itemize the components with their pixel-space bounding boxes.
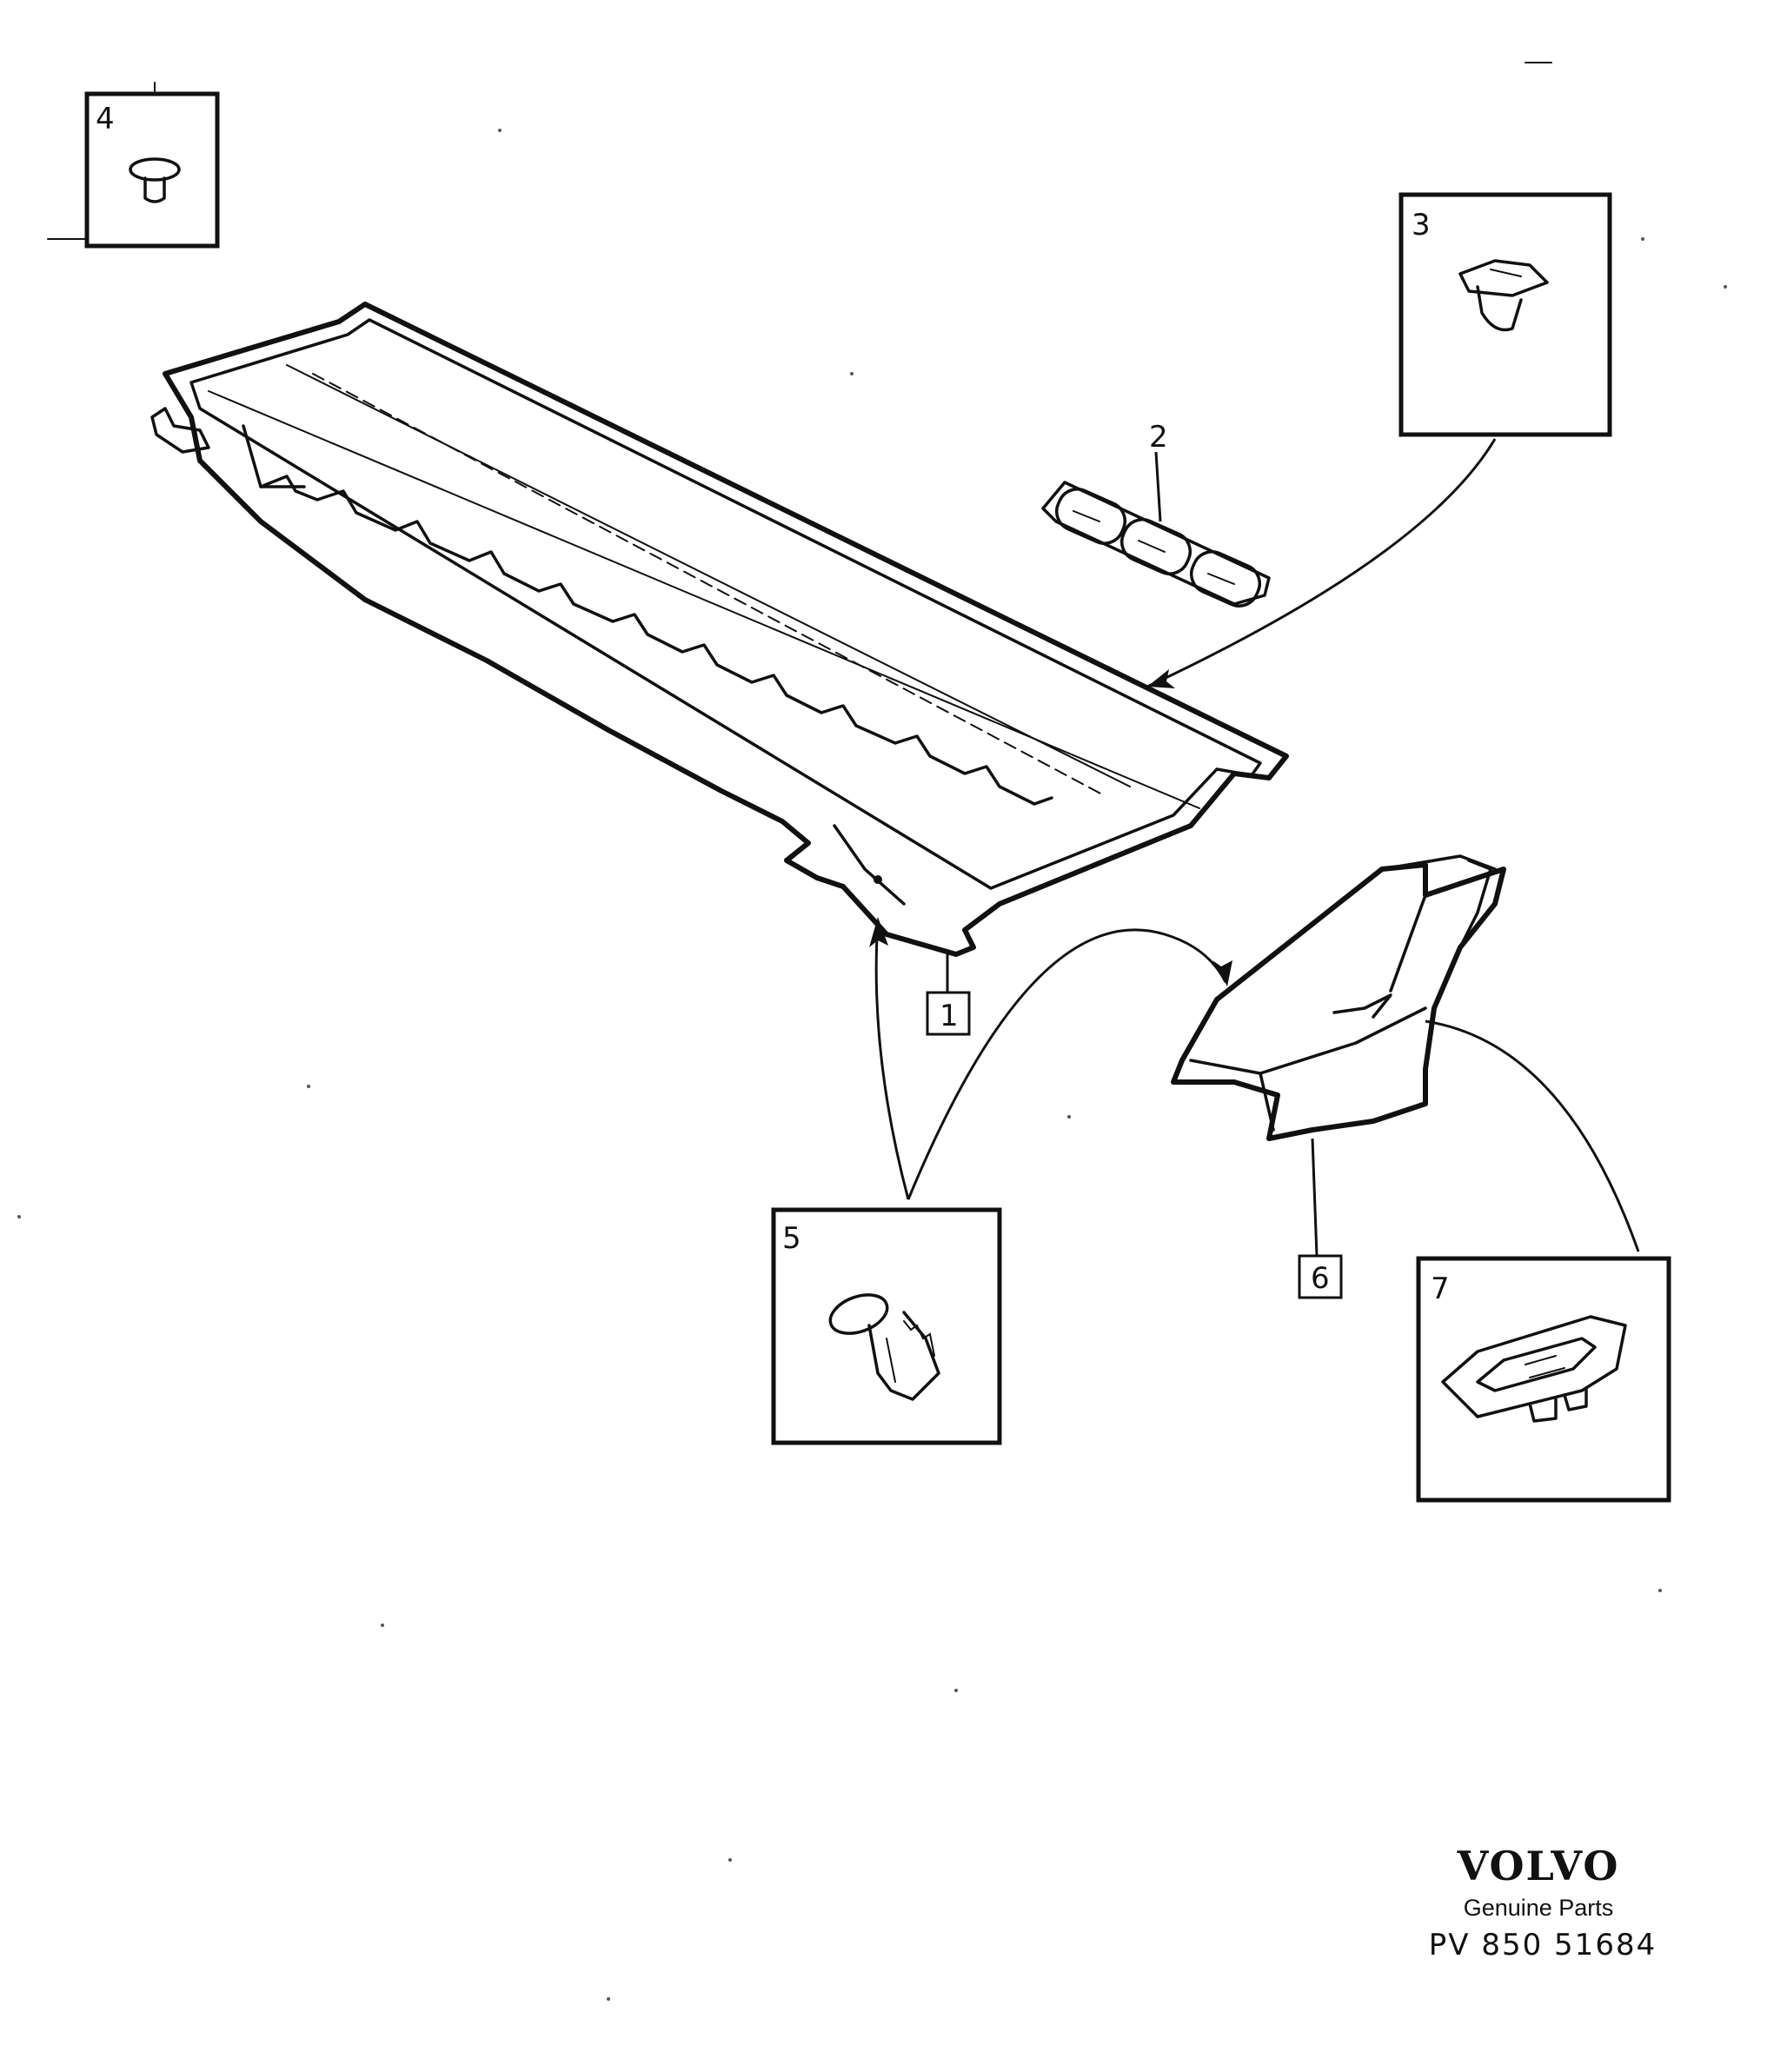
part-6-corner-piece <box>1171 854 1506 1257</box>
part-tag-2: 2 <box>1149 420 1168 455</box>
detail-box-4: 4 <box>47 82 220 249</box>
volvo-logo: VOLVO <box>1457 1843 1620 1889</box>
callout-6: 6 <box>1311 1261 1330 1296</box>
detail-box-5: 5 <box>771 1207 1002 1445</box>
diagram-reference-number: PV 850 51684 <box>1428 1928 1657 1962</box>
callout-4: 4 <box>96 102 115 136</box>
detail-box-7: 7 <box>1416 1256 1671 1503</box>
callout-7: 7 <box>1431 1272 1450 1306</box>
detail-box-3: 3 <box>1398 62 1612 437</box>
part-tag-6: 6 <box>1298 1254 1343 1299</box>
part-2-clip-strip <box>1041 451 1271 608</box>
trim-clip-icon <box>1458 259 1549 332</box>
callout-3: 3 <box>1412 208 1431 242</box>
connector-arrows <box>869 438 1640 1252</box>
callout-1: 1 <box>940 999 959 1033</box>
callout-2: 2 <box>1149 420 1168 455</box>
scan-specks <box>17 129 1727 2001</box>
callout-5: 5 <box>782 1221 801 1256</box>
part-tag-1: 1 <box>926 954 971 1036</box>
expansion-rivet-icon <box>828 1293 940 1401</box>
retaining-clip-icon <box>1441 1315 1627 1423</box>
brand-subtitle: Genuine Parts <box>1463 1895 1614 1921</box>
part-1-trim-panel <box>150 302 1289 957</box>
push-pin-fastener-icon <box>129 157 181 203</box>
